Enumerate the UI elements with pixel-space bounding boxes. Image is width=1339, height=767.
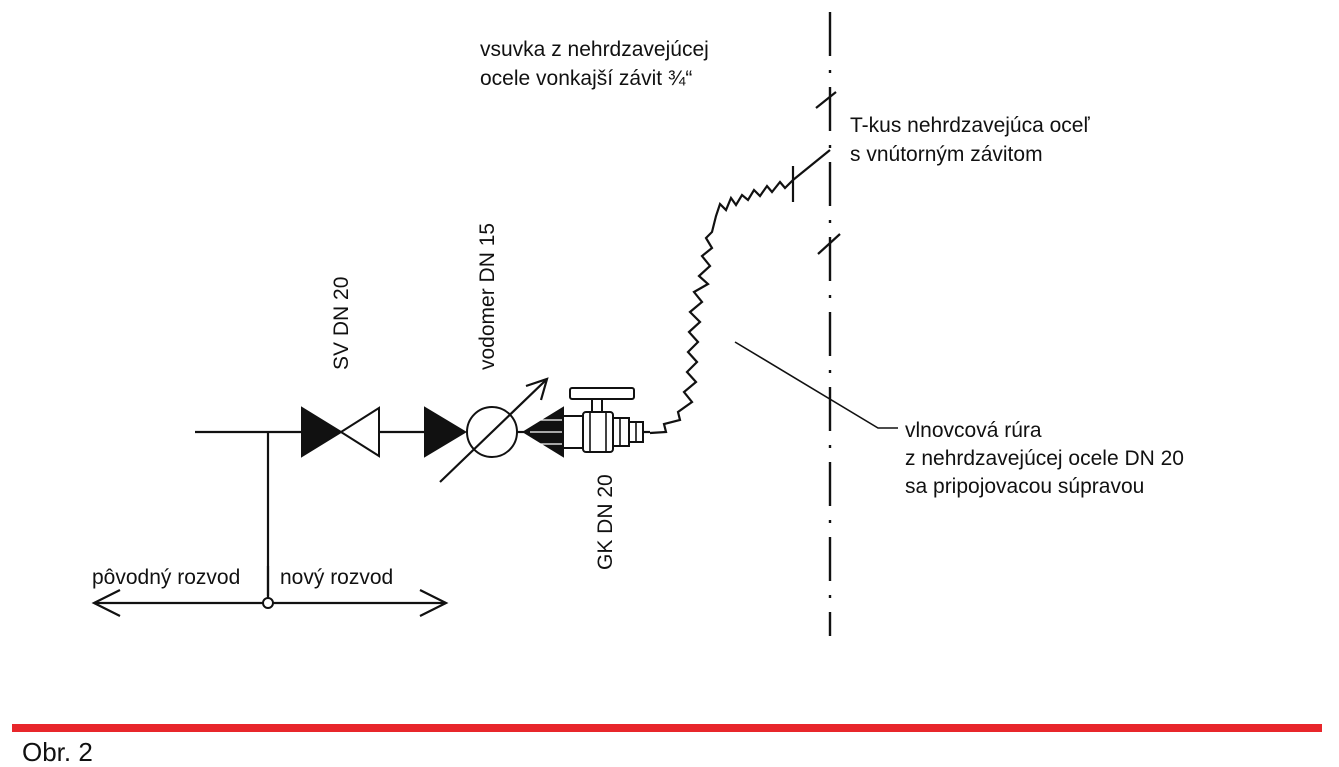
label-hose-line1: vlnovcová rúra — [905, 419, 1042, 442]
ball-valve-gk — [522, 387, 644, 458]
hose-leader-line — [734, 341, 898, 429]
water-meter — [439, 377, 549, 483]
piping-diagram: vsuvka z nehrdzavejúcej ocele vonkajší z… — [91, 12, 1184, 636]
label-water-meter: vodomer DN 15 — [476, 223, 499, 370]
label-nipple-line1: vsuvka z nehrdzavejúcej — [480, 38, 709, 61]
stop-valve-sv — [301, 406, 380, 458]
boundary-arrow — [91, 566, 449, 617]
riser-thread-mark-top — [815, 91, 837, 109]
check-valve — [424, 406, 467, 458]
tee-branch — [792, 149, 831, 181]
label-ball-valve: GK DN 20 — [594, 474, 617, 570]
label-nipple-line2: ocele vonkajší závit ¾“ — [480, 67, 692, 90]
corrugated-hose — [649, 179, 794, 435]
label-tee-line2: s vnútorným závitom — [850, 143, 1043, 166]
label-hose-line3: sa pripojovacou súpravou — [905, 475, 1144, 498]
caption-cutoff: Obr. 2 — [22, 737, 1322, 767]
footer-accent-bar — [12, 724, 1322, 732]
caption-text: Obr. 2 — [22, 737, 93, 767]
label-hose-line2: z nehrdzavejúcej ocele DN 20 — [905, 447, 1184, 470]
label-tee-line1: T-kus nehrdzavejúca oceľ — [850, 114, 1090, 137]
label-sv-valve: SV DN 20 — [330, 277, 353, 370]
label-new-pipe: nový rozvod — [280, 566, 393, 589]
riser-thread-mark-bottom — [817, 233, 841, 255]
label-original-pipe: pôvodný rozvod — [92, 566, 240, 589]
